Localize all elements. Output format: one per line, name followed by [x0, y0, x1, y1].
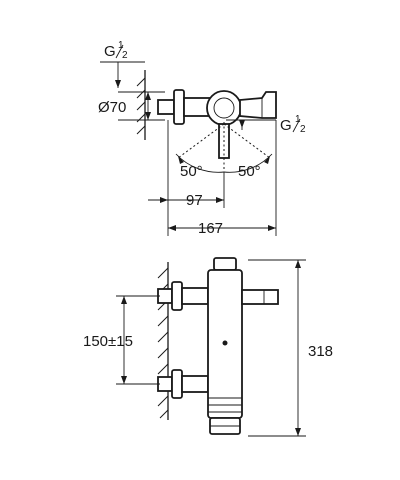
- dim-97-label: 97: [186, 192, 203, 209]
- front-top-cap: [213, 257, 237, 271]
- top-arm: [183, 97, 211, 117]
- front-lower-rosette: [171, 369, 183, 399]
- thread-top-frac: 1: [118, 40, 124, 51]
- front-lever: [241, 289, 279, 305]
- thread-right-prefix: G: [280, 117, 292, 134]
- top-handle: [239, 91, 277, 119]
- angle-left-arc: [175, 153, 225, 173]
- angle-left-label: 50°: [180, 163, 203, 180]
- angle-left-line: [177, 123, 225, 159]
- front-upper-rosette: [171, 281, 183, 311]
- front-lower-nut: [157, 376, 173, 392]
- thread-top-frac-den: 2: [122, 50, 128, 61]
- front-center-dot: [222, 340, 228, 346]
- svg-text:1: 1: [295, 114, 301, 125]
- diameter-label: Ø70: [98, 99, 126, 116]
- angle-right-arc: [223, 153, 273, 173]
- top-rosette: [173, 89, 185, 125]
- front-lower-arm: [181, 375, 209, 393]
- dim-150-label: 150±15: [83, 333, 133, 350]
- dim-167-label: 167: [198, 220, 223, 237]
- angle-right-line: [223, 123, 271, 159]
- front-view: 150±15 318: [83, 257, 333, 437]
- dim-318-label: 318: [308, 343, 333, 360]
- thread-top-prefix: G: [104, 43, 116, 60]
- svg-text:2: 2: [300, 124, 306, 135]
- angle-right-label: 50°: [238, 163, 261, 180]
- top-flange: [157, 99, 175, 115]
- top-wall-hatching: [136, 77, 146, 135]
- front-upper-arm: [181, 287, 209, 305]
- top-view: G 1 2 Ø70 G 1 2: [98, 40, 306, 237]
- front-upper-nut: [157, 288, 173, 304]
